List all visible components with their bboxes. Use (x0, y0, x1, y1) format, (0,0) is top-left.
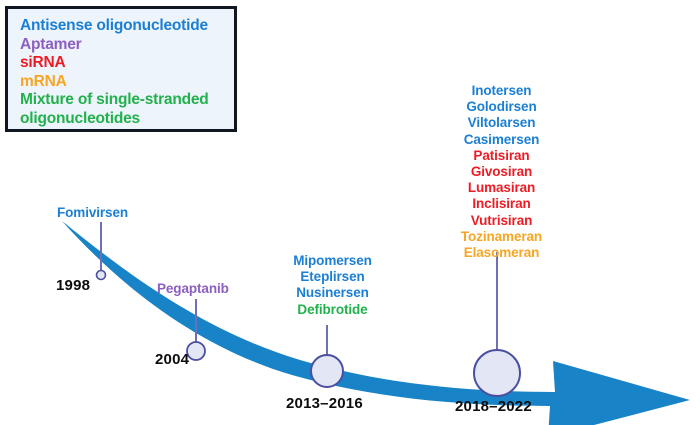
drug-label-casimersen: Casimersen (463, 131, 540, 147)
drug-label-eteplirsen: Eteplirsen (300, 269, 365, 285)
milestone-marker-2018[interactable] (473, 349, 521, 397)
drug-label-givosiran: Givosiran (470, 164, 533, 180)
drug-label-mipomersen: Mipomersen (293, 253, 372, 268)
drug-label-inclisiran: Inclisiran (472, 196, 531, 212)
year-label-2004: 2004 (155, 351, 190, 368)
drug-label-viltolarsen: Viltolarsen (467, 115, 536, 131)
milestone-marker-2004[interactable] (186, 341, 206, 361)
drug-label-tozinameran: Tozinameran (460, 228, 543, 244)
legend-item-aptamer: Aptamer (20, 35, 82, 53)
milestone-marker-2013[interactable] (310, 354, 344, 388)
drug-label-patisiran: Patisiran (473, 147, 530, 163)
drug-label-pegaptanib: Pegaptanib (157, 281, 229, 296)
legend-item-antisense-oligonucleotide: Antisense oligonucleotide (20, 17, 208, 34)
legend-item-mixture-single-stranded: Mixture of single-stranded oligonucleoti… (20, 91, 209, 127)
legend-box: Antisense oligonucleotide Aptamer siRNA … (5, 6, 237, 132)
drug-label-inotersen: Inotersen (471, 83, 532, 98)
drug-label-fomivirsen: Fomivirsen (57, 205, 129, 220)
year-label-1998: 1998 (56, 277, 91, 294)
year-label-2018-2022: 2018–2022 (455, 398, 532, 415)
drug-label-lumasiran: Lumasiran (467, 180, 536, 196)
timeline-arrow-shape (62, 221, 690, 425)
drug-label-defibrotide: Defibrotide (297, 301, 368, 317)
drug-label-golodirsen: Golodirsen (466, 99, 537, 115)
milestone-marker-1998[interactable] (95, 269, 107, 281)
drug-label-vutrisiran: Vutrisiran (470, 212, 533, 228)
drug-label-elasomeran: Elasomeran (463, 245, 540, 261)
legend-item-sirna: siRNA (20, 54, 66, 71)
legend-item-mrna: mRNA (20, 72, 67, 90)
drug-label-nusinersen: Nusinersen (296, 285, 369, 301)
year-label-2013-2016: 2013–2016 (286, 395, 363, 412)
